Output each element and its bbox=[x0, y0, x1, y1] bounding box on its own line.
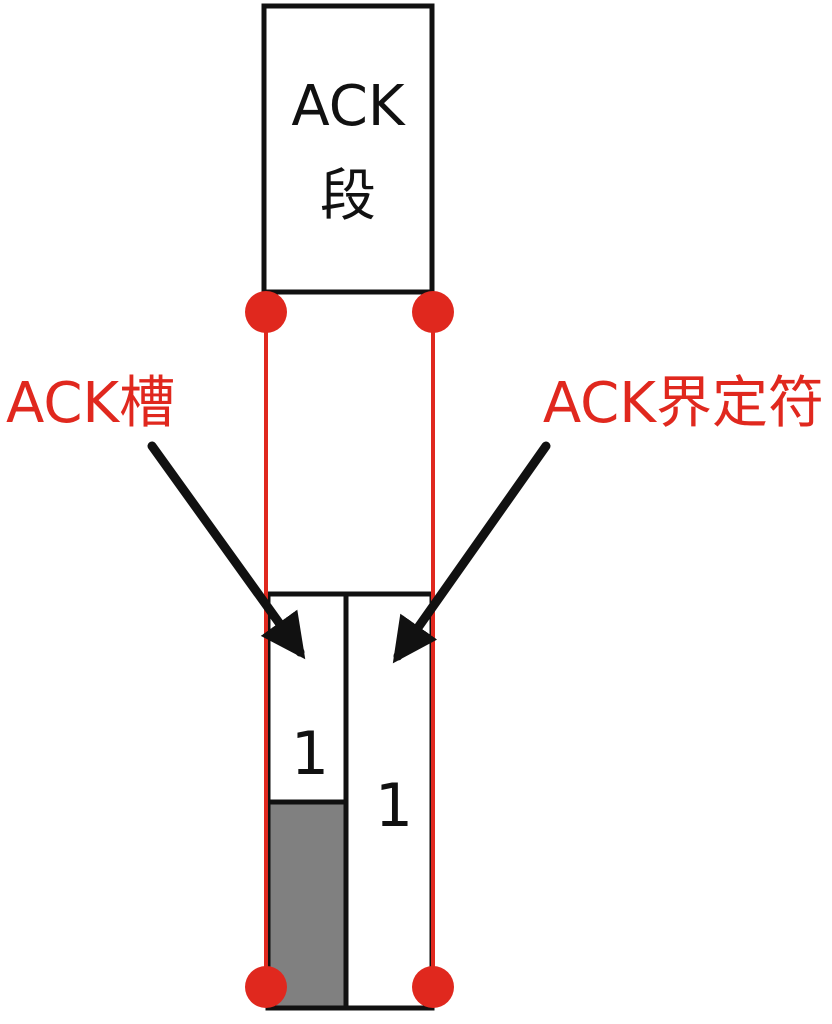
ack-slot-label: ACK槽 bbox=[6, 371, 175, 436]
ack-delimiter-bit: 1 bbox=[375, 771, 413, 841]
ack-delimiter-arrow bbox=[392, 441, 551, 664]
ack-slot-arrow bbox=[147, 441, 306, 660]
ack-segment-box bbox=[261, 3, 435, 295]
ack-segment-label-line2: 段 bbox=[320, 164, 376, 229]
top-left-marker-dot bbox=[245, 291, 287, 333]
top-right-marker-dot bbox=[412, 291, 454, 333]
ack-slot-bit: 1 bbox=[291, 719, 329, 789]
ack-delimiter-label: ACK界定符 bbox=[543, 371, 824, 436]
bottom-right-marker-dot bbox=[412, 966, 454, 1008]
ack-segment-label-line1: ACK bbox=[291, 74, 405, 139]
bottom-left-marker-dot bbox=[245, 966, 287, 1008]
